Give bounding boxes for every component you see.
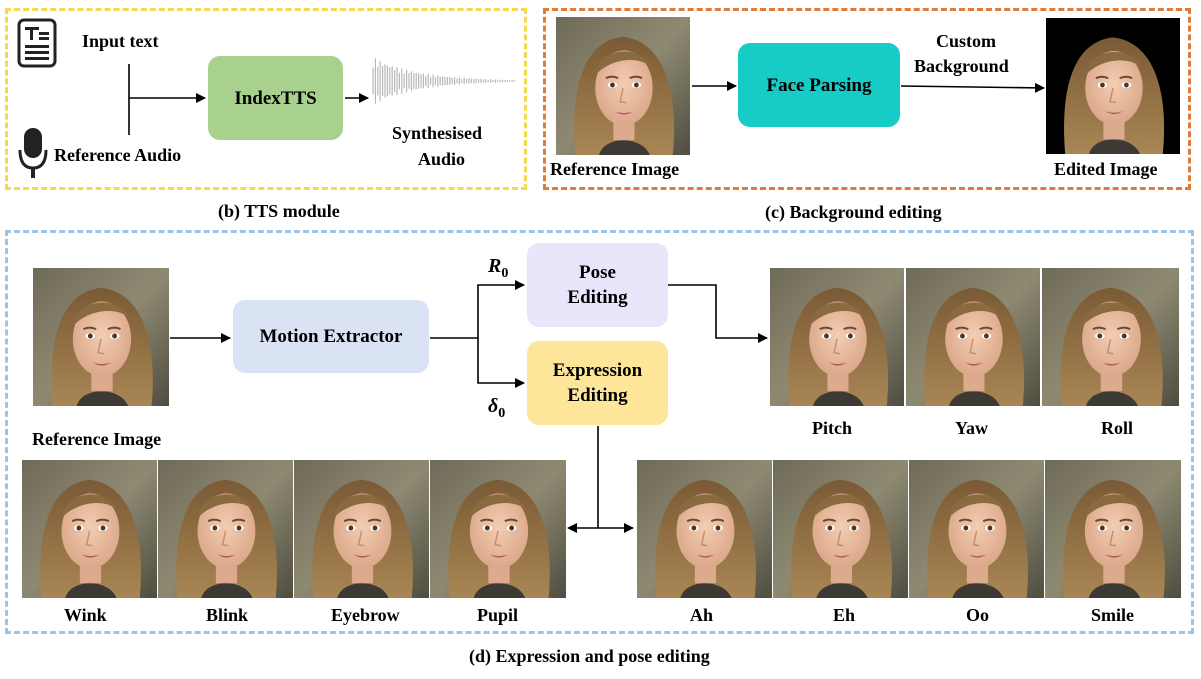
expression-label-eh: Eh	[833, 605, 856, 625]
pose-pitch-image	[770, 268, 904, 406]
edited-image	[1046, 18, 1180, 154]
expression-editing-line1: Expression	[552, 360, 643, 381]
reference-audio-label: Reference Audio	[54, 145, 182, 165]
reference-image-d-label: Reference Image	[32, 429, 162, 449]
text-document-icon	[17, 18, 57, 68]
expression-oo-image	[909, 460, 1044, 598]
expression-label-ah: Ah	[690, 605, 714, 625]
expression-pose-caption: (d) Expression and pose editing	[469, 646, 710, 666]
motion-extractor-box: Motion Extractor	[233, 300, 429, 373]
pose-editing-line1: Pose	[579, 262, 616, 283]
expression-label-eyebrow: Eyebrow	[331, 605, 400, 625]
expression-eh-image	[773, 460, 908, 598]
expression-label-oo: Oo	[966, 605, 990, 625]
face-parsing-box: Face Parsing	[738, 43, 900, 127]
background-editing-panel	[543, 8, 1191, 190]
delta0-symbol: δ0	[488, 395, 505, 422]
pose-yaw-image	[906, 268, 1040, 406]
tts-module-panel	[5, 8, 527, 190]
background-editing-caption: (c) Background editing	[765, 202, 942, 222]
expression-pupil-image	[430, 460, 566, 598]
r0-symbol-subscript: 0	[501, 266, 509, 281]
expression-label-wink: Wink	[64, 605, 107, 625]
delta0-symbol-subscript: 0	[498, 406, 506, 421]
delta0-symbol-letter: δ	[488, 395, 499, 417]
expression-pose-panel	[5, 230, 1194, 634]
custom-background-label-line1: Custom	[936, 31, 997, 51]
pose-label-yaw: Yaw	[955, 418, 989, 438]
expression-label-blink: Blink	[206, 605, 249, 625]
r0-symbol: R0	[488, 255, 508, 282]
tts-module-caption: (b) TTS module	[218, 201, 340, 221]
expression-ah-image	[637, 460, 772, 598]
reference-image-d	[33, 268, 169, 406]
expression-editing-line2: Editing	[567, 385, 628, 406]
pose-editing-box: Pose Editing	[527, 243, 668, 327]
expression-wink-image	[22, 460, 157, 598]
expression-label-smile: Smile	[1091, 605, 1134, 625]
custom-background-label-line2: Background	[914, 56, 1009, 76]
pose-roll-image	[1042, 268, 1179, 406]
synthesised-audio-label-line1: Synthesised	[392, 123, 483, 143]
indextts-box: IndexTTS	[208, 56, 343, 140]
expression-blink-image	[158, 460, 293, 598]
expression-smile-image	[1045, 460, 1181, 598]
waveform-icon	[370, 55, 518, 107]
pose-label-pitch: Pitch	[812, 418, 852, 438]
pose-label-roll: Roll	[1101, 418, 1134, 438]
input-text-label: Input text	[82, 31, 159, 51]
expression-editing-box: Expression Editing	[527, 341, 668, 425]
synthesised-audio-label-line2: Audio	[418, 149, 466, 169]
expression-eyebrow-image	[294, 460, 429, 598]
expression-label-pupil: Pupil	[477, 605, 519, 625]
reference-image-c-label: Reference Image	[550, 159, 680, 179]
reference-image-c	[556, 17, 690, 155]
edited-image-label: Edited Image	[1054, 159, 1158, 179]
r0-symbol-letter: R	[488, 255, 502, 277]
microphone-icon	[18, 126, 48, 180]
pose-editing-line2: Editing	[567, 287, 628, 308]
